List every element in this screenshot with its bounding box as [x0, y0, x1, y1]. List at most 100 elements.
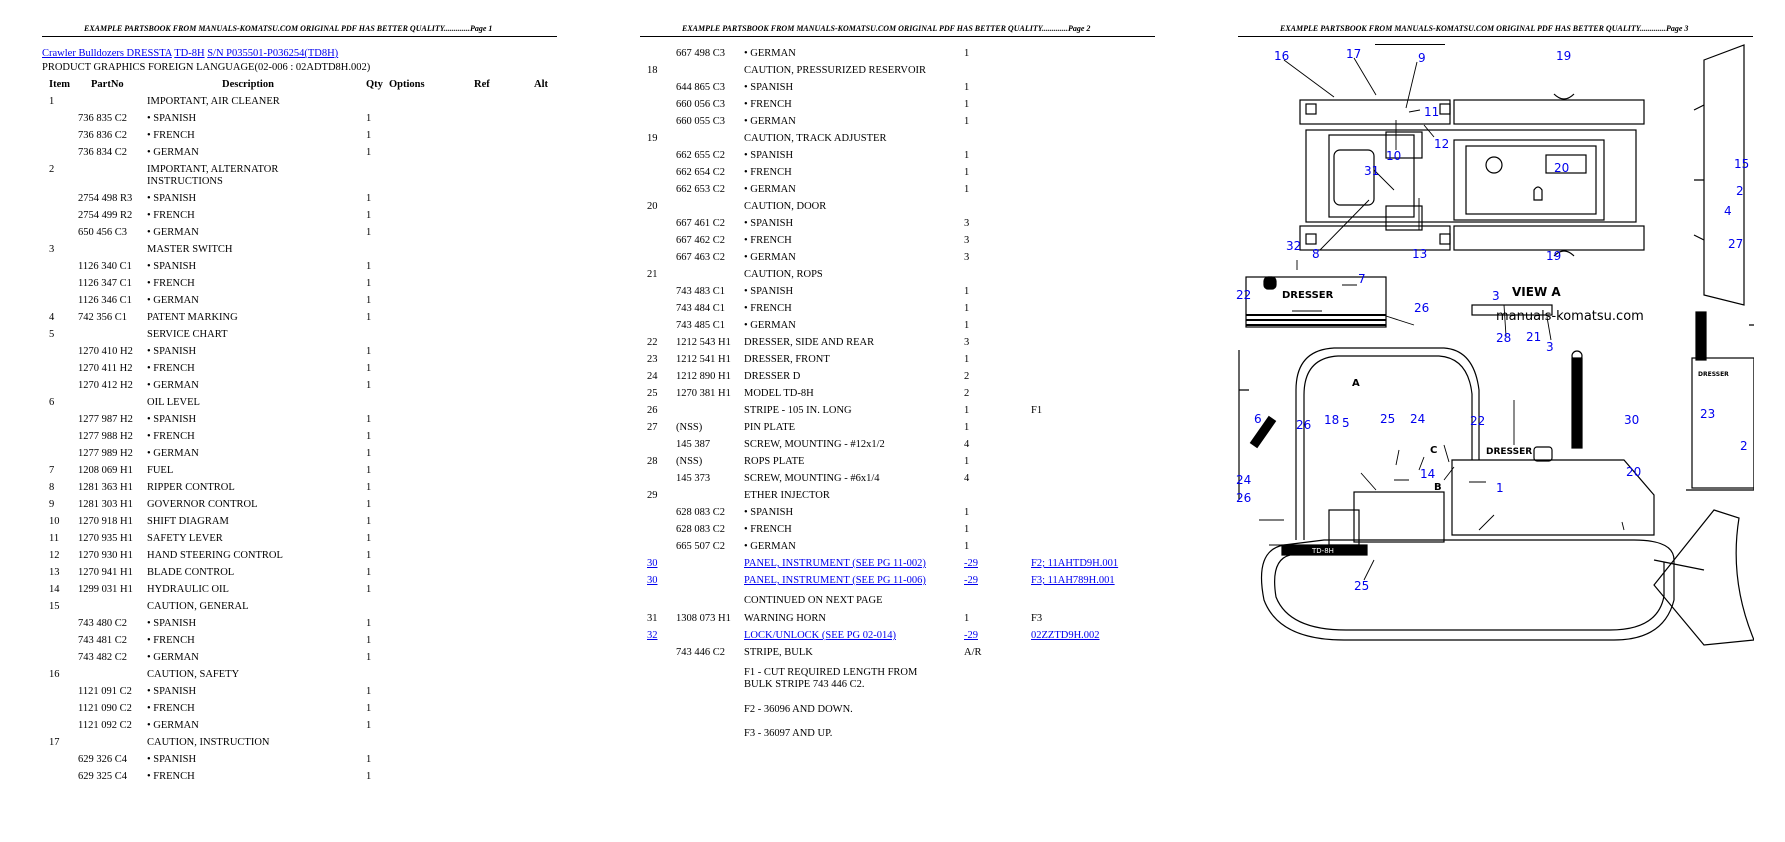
- part-description: HYDRAULIC OIL: [147, 584, 229, 595]
- part-number: 650 456 C3: [78, 227, 128, 238]
- part-number: 1277 988 H2: [78, 431, 133, 442]
- part-qty: 2: [964, 388, 970, 399]
- panel-instrument-link[interactable]: PANEL, INSTRUMENT (SEE PG 11-002): [744, 558, 926, 569]
- callout-3: 3: [1546, 340, 1554, 354]
- item-link[interactable]: 32: [647, 630, 658, 641]
- part-description: • SPANISH: [744, 150, 794, 161]
- ref-link[interactable]: 02ZZTD9H.002: [1031, 630, 1100, 641]
- item-number: 28: [647, 456, 658, 467]
- qty-link[interactable]: -29: [964, 575, 978, 586]
- part-description: CAUTION, ROPS: [744, 269, 823, 280]
- part-ref: F1: [1031, 405, 1043, 416]
- item-number: 27: [647, 422, 658, 433]
- callout-18: 18: [1324, 413, 1339, 427]
- part-number: 1270 410 H2: [78, 346, 133, 357]
- callout-24: 24: [1410, 412, 1425, 426]
- item-number: 26: [647, 405, 658, 416]
- callout-32: 32: [1286, 239, 1301, 253]
- part-qty: 1: [366, 635, 372, 646]
- part-description: IMPORTANT, ALTERNATOR: [147, 164, 279, 175]
- part-description: HAND STEERING CONTROL: [147, 550, 283, 561]
- callout-30: 30: [1624, 413, 1639, 427]
- view-marker-b: B: [1434, 482, 1442, 493]
- callout-9: 9: [1418, 51, 1426, 65]
- part-ref: F3: [1031, 613, 1043, 624]
- part-description: CAUTION, INSTRUCTION: [147, 737, 270, 748]
- callout-15: 15: [1734, 157, 1749, 171]
- footnote: F1 - CUT REQUIRED LENGTH FROM: [744, 667, 918, 678]
- part-qty: 1: [964, 48, 970, 59]
- part-qty: 4: [964, 473, 970, 484]
- breadcrumb-link-td8h[interactable]: TD-8H: [174, 48, 205, 59]
- part-number: 628 083 C2: [676, 507, 726, 518]
- part-description: • GERMAN: [147, 448, 199, 459]
- part-description: • GERMAN: [147, 380, 199, 391]
- part-description: • SPANISH: [744, 286, 794, 297]
- qty-link[interactable]: -29: [964, 630, 978, 641]
- part-number: 1270 941 H1: [78, 567, 133, 578]
- item-link[interactable]: 30: [647, 558, 658, 569]
- item-number: 13: [49, 567, 60, 578]
- part-description: • GERMAN: [744, 184, 796, 195]
- panel-instrument-link[interactable]: PANEL, INSTRUMENT (SEE PG 11-006): [744, 575, 926, 586]
- part-number: 660 055 C3: [676, 116, 726, 127]
- item-number: 11: [49, 533, 60, 544]
- part-description: • GERMAN: [744, 48, 796, 59]
- part-number: 1281 303 H1: [78, 499, 133, 510]
- callout-11: 11: [1424, 105, 1439, 119]
- breadcrumb-link-model[interactable]: Crawler Bulldozers DRESSTA: [42, 48, 172, 59]
- part-qty: 1: [366, 210, 372, 221]
- part-description: • FRENCH: [147, 278, 195, 289]
- part-qty: 1: [366, 720, 372, 731]
- item-number: 22: [647, 337, 658, 348]
- footnote: F2 - 36096 AND DOWN.: [744, 704, 853, 715]
- part-qty: 1: [964, 116, 970, 127]
- bulldozer-decal-diagram: DRESSER VIEW A manuals-komatsu.com DRESS…: [1236, 44, 1754, 646]
- part-description: DRESSER, SIDE AND REAR: [744, 337, 875, 348]
- part-description: RIPPER CONTROL: [147, 482, 235, 493]
- part-qty: 1: [366, 516, 372, 527]
- item-number: 2: [49, 164, 55, 175]
- part-description: OIL LEVEL: [147, 397, 200, 408]
- part-description: • SPANISH: [147, 618, 197, 629]
- part-description: • GERMAN: [744, 541, 796, 552]
- part-description: MODEL TD-8H: [744, 388, 814, 399]
- part-number: 743 481 C2: [78, 635, 128, 646]
- callout-14: 14: [1420, 467, 1435, 481]
- part-description: IMPORTANT, AIR CLEANER: [147, 96, 280, 107]
- part-description: • FRENCH: [744, 235, 792, 246]
- item-link[interactable]: 30: [647, 575, 658, 586]
- callout-5: 5: [1342, 416, 1350, 430]
- part-description: • FRENCH: [744, 303, 792, 314]
- breadcrumb-link-serial[interactable]: S/N P035501-P036254(TD8H): [207, 48, 339, 59]
- part-qty: 1: [366, 448, 372, 459]
- part-qty: 1: [366, 295, 372, 306]
- part-description: • SPANISH: [147, 261, 197, 272]
- item-number: 10: [49, 516, 60, 527]
- part-qty: 1: [964, 320, 970, 331]
- part-qty: 1: [366, 567, 372, 578]
- part-number: 1299 031 H1: [78, 584, 133, 595]
- part-qty: 1: [366, 431, 372, 442]
- part-description: FUEL: [147, 465, 174, 476]
- item-number: 6: [49, 397, 55, 408]
- col-ref: Ref: [474, 79, 490, 90]
- callout-16: 16: [1274, 49, 1289, 63]
- part-description: SAFETY LEVER: [147, 533, 223, 544]
- item-number: 16: [49, 669, 60, 680]
- item-number: 7: [49, 465, 55, 476]
- part-description: • SPANISH: [147, 193, 197, 204]
- ref-link[interactable]: F2; 11AHTD9H.001: [1031, 558, 1119, 569]
- callout-23: 23: [1700, 407, 1715, 421]
- part-description: GOVERNOR CONTROL: [147, 499, 258, 510]
- callout-26: 26: [1414, 301, 1429, 315]
- footnote: BULK STRIPE 743 446 C2.: [744, 679, 865, 690]
- ref-link[interactable]: F3; 11AH789H.001: [1031, 575, 1115, 586]
- part-number: 662 653 C2: [676, 184, 726, 195]
- qty-link[interactable]: -29: [964, 558, 978, 569]
- callout-25: 25: [1354, 579, 1369, 593]
- part-description: • SPANISH: [744, 82, 794, 93]
- part-number: 1121 092 C2: [78, 720, 132, 731]
- lock-unlock-link[interactable]: LOCK/UNLOCK (SEE PG 02-014): [744, 630, 896, 641]
- callout-13: 13: [1412, 247, 1427, 261]
